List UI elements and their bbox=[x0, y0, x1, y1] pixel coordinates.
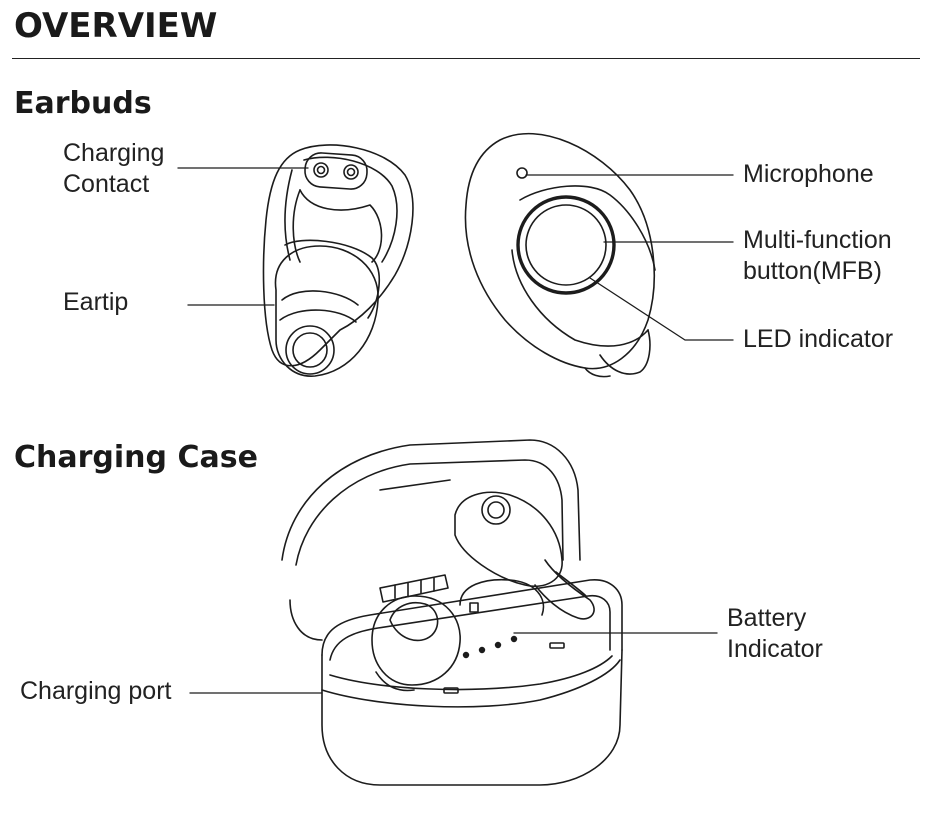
label-eartip: Eartip bbox=[63, 288, 129, 316]
label-charging-contact-line2: Contact bbox=[63, 170, 150, 198]
label-mfb-line1: Multi-function bbox=[743, 226, 892, 254]
earbuds-heading: Earbuds bbox=[14, 86, 152, 121]
label-mfb-line2: button(MFB) bbox=[743, 257, 882, 285]
label-battery-line1: Battery bbox=[727, 604, 807, 632]
label-charging-contact-line1: Charging bbox=[63, 139, 165, 167]
leader-lines bbox=[177, 167, 734, 694]
right-earbud-illustration bbox=[464, 132, 656, 378]
label-microphone: Microphone bbox=[743, 160, 874, 188]
left-earbud-illustration bbox=[262, 144, 414, 377]
label-charging-port: Charging port bbox=[20, 677, 172, 705]
title-divider bbox=[12, 58, 920, 59]
charging-case-illustration bbox=[281, 439, 623, 786]
charging-case-heading: Charging Case bbox=[14, 440, 258, 475]
page-title: OVERVIEW bbox=[14, 6, 218, 46]
label-led-indicator: LED indicator bbox=[743, 325, 894, 353]
label-battery-line2: Indicator bbox=[727, 635, 823, 663]
